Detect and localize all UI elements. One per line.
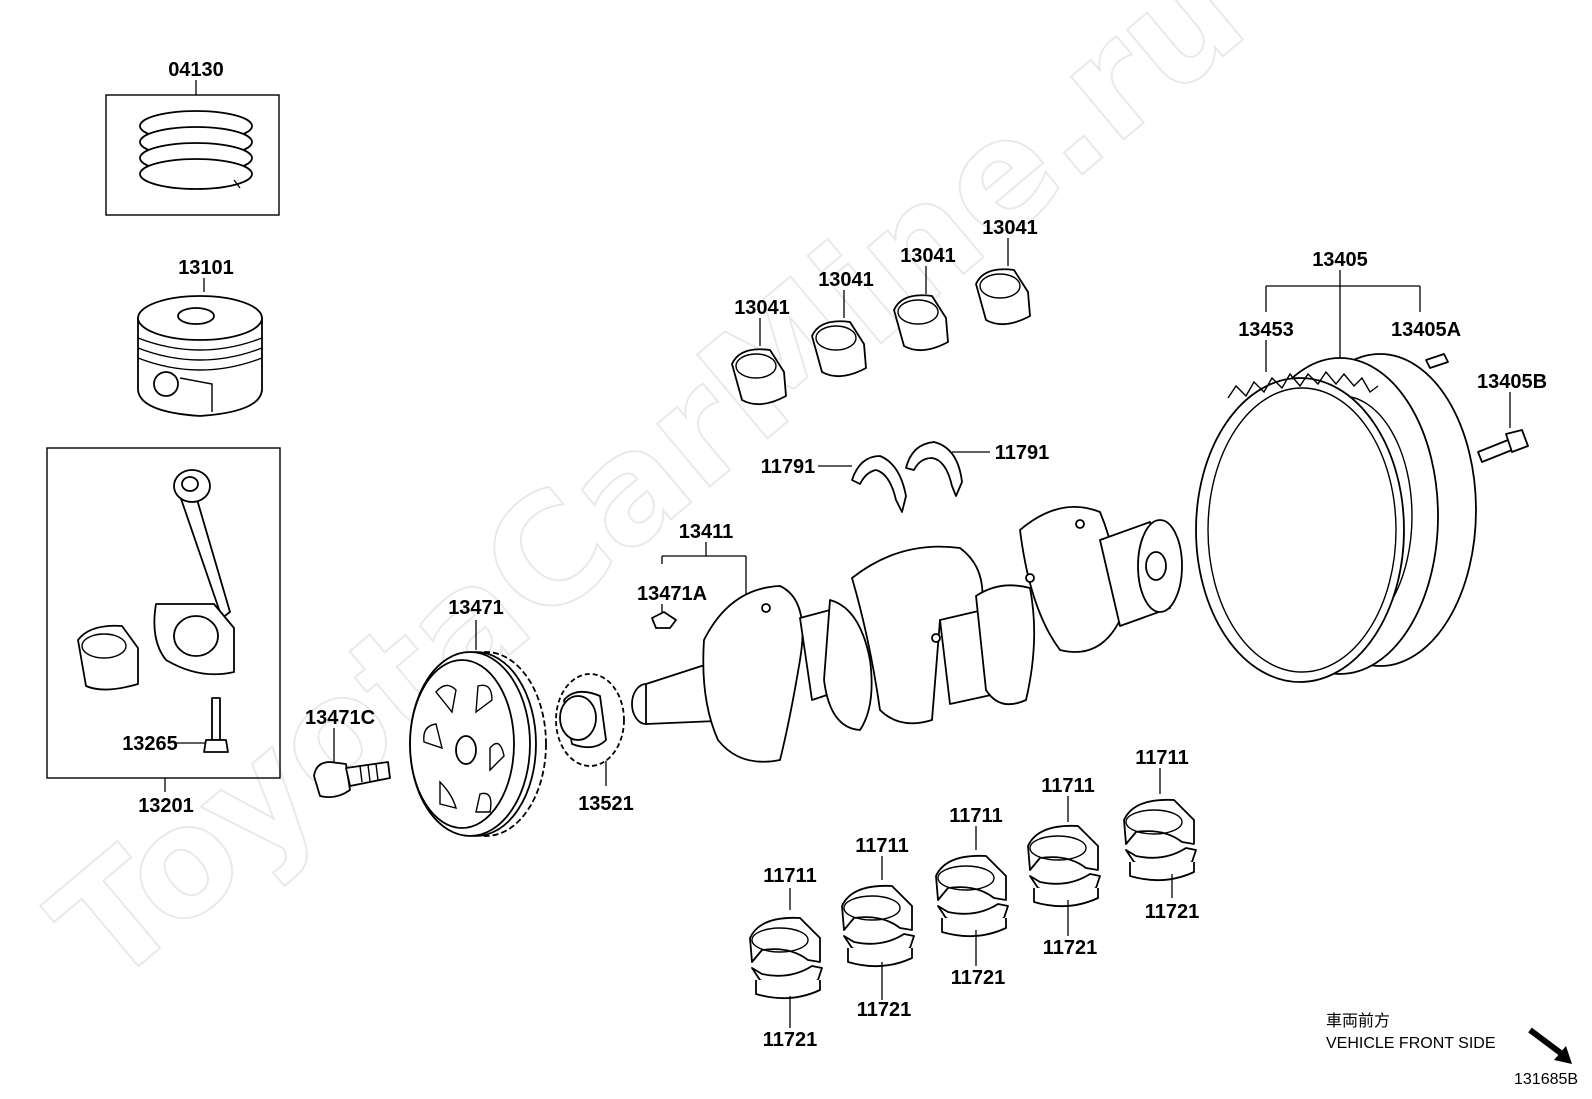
label-thrust-washer-right: 11791 xyxy=(995,442,1050,464)
thrust-washer-left[interactable] xyxy=(818,455,907,513)
label-lower-main-bearing-5: 11721 xyxy=(1145,901,1200,923)
label-upper-main-bearing-4: 11711 xyxy=(1041,775,1094,797)
label-lower-main-bearing-4: 11721 xyxy=(1043,937,1098,959)
label-lower-main-bearing-2: 11721 xyxy=(857,999,912,1021)
label-ring-gear: 13453 xyxy=(1238,319,1294,341)
label-pulley-key: 13471A xyxy=(637,583,707,605)
label-crankshaft: 13411 xyxy=(679,521,734,543)
pulley-bolt[interactable] xyxy=(313,728,391,799)
main-bearing-pair-5[interactable] xyxy=(1123,768,1197,898)
piston-ring-set[interactable] xyxy=(105,80,280,216)
conn-rod-bearing-3[interactable] xyxy=(893,266,949,352)
label-conn-rod-bolt: 13265 xyxy=(122,733,178,755)
label-upper-main-bearing-5: 11711 xyxy=(1135,747,1188,769)
pulley-key[interactable] xyxy=(651,555,746,629)
figure-id: 131685B xyxy=(1514,1071,1578,1088)
label-upper-main-bearing-1: 11711 xyxy=(763,865,816,887)
label-conn-rod-bearing-2: 13041 xyxy=(818,269,874,291)
flywheel-pin[interactable] xyxy=(1425,353,1449,369)
label-flywheel-assy: 13405 xyxy=(1312,249,1368,271)
thrust-washer-right[interactable] xyxy=(905,441,990,497)
label-flywheel-bolt: 13405B xyxy=(1477,371,1547,393)
conn-rod-bearing-4[interactable] xyxy=(975,238,1031,326)
conn-rod-bearing-1[interactable] xyxy=(731,318,787,406)
label-upper-main-bearing-3: 11711 xyxy=(949,805,1002,827)
label-upper-main-bearing-2: 11711 xyxy=(855,835,908,857)
label-lower-main-bearing-3: 11721 xyxy=(951,967,1006,989)
label-connecting-rod-assy: 13201 xyxy=(138,795,194,817)
connecting-rod-assy[interactable] xyxy=(46,447,281,792)
label-flywheel-pin: 13405A xyxy=(1391,319,1461,341)
label-lower-main-bearing-1: 11721 xyxy=(763,1029,818,1051)
label-thrust-washer-left: 11791 xyxy=(761,456,816,478)
direction-note-japanese: 車両前方 xyxy=(1326,1012,1390,1030)
direction-note-english: VEHICLE FRONT SIDE xyxy=(1326,1035,1496,1052)
label-conn-rod-bearing-3: 13041 xyxy=(900,245,956,267)
label-piston-ring-set: 04130 xyxy=(168,59,224,81)
ring-gear[interactable] xyxy=(1195,286,1405,683)
label-pulley-bolt: 13471C xyxy=(305,707,375,729)
piston[interactable] xyxy=(137,278,263,417)
flywheel-bolt[interactable] xyxy=(1477,392,1529,463)
crankshaft-pulley[interactable] xyxy=(409,620,547,837)
label-crankshaft-pulley: 13471 xyxy=(448,597,504,619)
main-bearing-pair-1[interactable] xyxy=(749,888,823,1028)
label-piston: 13101 xyxy=(178,257,234,279)
label-conn-rod-bearing-1: 13041 xyxy=(734,297,790,319)
conn-rod-bearing-2[interactable] xyxy=(811,290,867,378)
label-crank-timing-gear: 13521 xyxy=(578,793,634,815)
main-bearing-pair-4[interactable] xyxy=(1027,796,1101,936)
main-bearing-pair-2[interactable] xyxy=(841,856,915,1000)
vehicle-front-arrow xyxy=(1528,1027,1572,1064)
main-bearing-pair-3[interactable] xyxy=(935,826,1009,966)
crankshaft[interactable] xyxy=(631,506,1183,763)
crank-timing-gear[interactable] xyxy=(555,673,625,786)
label-conn-rod-bearing-4: 13041 xyxy=(982,217,1038,239)
